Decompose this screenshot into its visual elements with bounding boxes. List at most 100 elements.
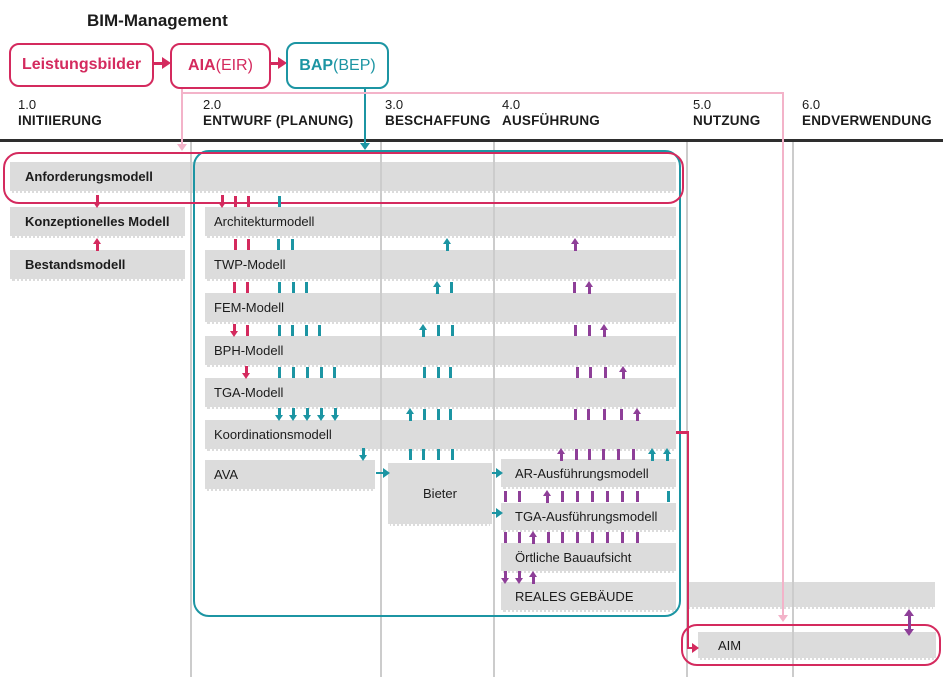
flow-dash — [304, 325, 308, 336]
teal-connector-arrowhead — [496, 468, 503, 478]
bar-bieter: Bieter — [388, 463, 492, 526]
flow-arrow-shaft — [361, 448, 365, 456]
flow-arrow-down — [275, 415, 283, 421]
flow-dash — [590, 532, 594, 543]
flow-arrow-shaft — [435, 286, 439, 294]
flow-dash — [635, 491, 639, 502]
flow-arrow-up — [585, 281, 593, 287]
pale-connector-arrowhead — [777, 615, 788, 622]
flow-arrow-shaft — [559, 453, 563, 461]
bar-label: TGA-Modell — [214, 385, 284, 400]
flow-dash — [573, 325, 577, 336]
flow-dash — [586, 409, 590, 420]
flow-dash — [587, 325, 591, 336]
flow-arrow-shaft — [531, 536, 535, 544]
teal-connector-line — [492, 471, 497, 474]
flow-dash — [448, 367, 452, 378]
pink-connector-line — [267, 61, 279, 65]
phase-number: 4.0 — [502, 97, 521, 112]
bar-label: REALES GEBÄUDE — [515, 588, 634, 604]
flow-arrow-shaft — [95, 195, 99, 203]
teal-connector-arrowhead — [383, 468, 390, 478]
flow-arrow-down — [359, 455, 367, 461]
flow-arrow-shaft — [573, 243, 577, 251]
bar-label: BPH-Modell — [214, 343, 284, 358]
flow-dash — [277, 325, 281, 336]
flow-dash — [635, 532, 639, 543]
flow-arrow-shaft — [665, 453, 669, 461]
flow-dash — [560, 491, 564, 502]
flow-arrow-up — [419, 324, 427, 330]
flow-dash — [560, 532, 564, 543]
flow-dash — [290, 325, 294, 336]
flow-dash — [291, 282, 295, 293]
teal-connector-line — [363, 84, 366, 144]
flow-dash — [631, 449, 635, 460]
flow-arrow-down — [515, 578, 523, 584]
flow-dash — [503, 491, 507, 502]
bar-reales-gebaeude: REALES GEBÄUDE — [501, 582, 676, 612]
flow-arrow-down — [331, 415, 339, 421]
bar-architekturmodell: Architekturmodell — [205, 207, 676, 238]
flow-dash — [590, 491, 594, 502]
flow-dash — [605, 532, 609, 543]
flow-arrow-down — [230, 331, 238, 337]
pale-connector-line — [781, 92, 784, 616]
flow-arrow-up — [600, 324, 608, 330]
diagram-title: BIM-Management — [87, 11, 228, 30]
flow-arrow-up — [443, 238, 451, 244]
flow-dash — [602, 409, 606, 420]
flow-arrow-shaft — [220, 195, 224, 203]
topbox-label-bold: Leistungsbilder — [21, 56, 142, 73]
flow-dash — [436, 449, 440, 460]
pale-connector-line — [181, 84, 183, 145]
flow-dash — [304, 282, 308, 293]
flow-dash — [436, 409, 440, 420]
flow-arrow-shaft — [545, 495, 549, 503]
bar-bestandsmodell: Bestandsmodell — [10, 250, 185, 281]
phase-separator-line — [493, 142, 495, 677]
teal-connector-line — [492, 511, 497, 514]
topbox-leistungsbilder: Leistungsbilder — [9, 43, 154, 87]
flow-dash — [517, 491, 521, 502]
flow-arrow-shaft — [319, 408, 323, 416]
flow-arrow-shaft — [421, 329, 425, 337]
bar-tga-modell: TGA-Modell — [205, 378, 676, 409]
flow-dash — [603, 367, 607, 378]
pink-connector-line — [676, 431, 689, 434]
flow-arrow-shaft — [587, 286, 591, 294]
topbox-label-bold: AIA — [188, 57, 216, 74]
flow-dash — [546, 532, 550, 543]
aim-capsule — [681, 624, 941, 666]
bar-anforderungsmodell: Anforderungsmodell — [10, 162, 676, 193]
bar-label: FEM-Modell — [214, 300, 285, 315]
flow-dash — [666, 491, 670, 502]
flow-arrow-up — [529, 531, 537, 537]
pink-connector-line — [686, 431, 689, 647]
flow-arrow-down — [93, 202, 101, 208]
phase-separator-line — [380, 142, 382, 677]
flow-dash — [422, 367, 426, 378]
flow-arrow-shaft — [244, 366, 248, 374]
bar-fem-modell: FEM-Modell — [205, 293, 676, 324]
purple-connector-arrowhead — [904, 629, 914, 636]
purple-connector-arrowhead — [904, 609, 914, 616]
flow-dash — [232, 282, 236, 293]
flow-dash — [517, 532, 521, 543]
bar-label: Konzeptionelles Modell — [25, 214, 170, 229]
bar-tga-ausfuehrungsmodell: TGA-Ausführungsmodell — [501, 503, 676, 532]
phase-name: BESCHAFFUNG — [385, 113, 491, 128]
flow-arrow-down — [242, 373, 250, 379]
flow-arrow-shaft — [232, 324, 236, 332]
flow-dash — [503, 532, 507, 543]
flow-dash — [277, 282, 281, 293]
flow-dash — [448, 409, 452, 420]
pink-connector-arrowhead — [162, 57, 171, 69]
flow-dash — [575, 532, 579, 543]
flow-dash — [436, 367, 440, 378]
flow-dash — [305, 367, 309, 378]
